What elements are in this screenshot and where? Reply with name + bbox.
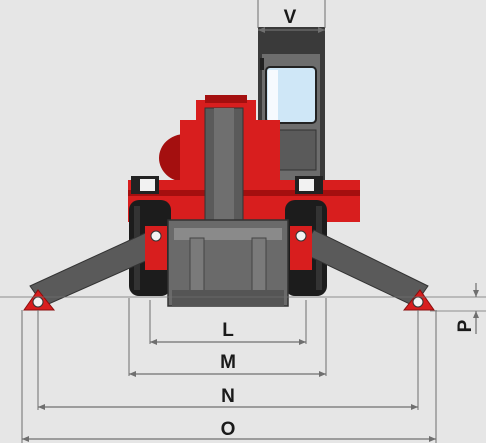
dim-p-arrow-top (473, 290, 479, 297)
dim-m-label: M (220, 352, 236, 373)
left-light (140, 179, 155, 191)
cab-mirror (260, 58, 264, 70)
dim-v-arrow-right (318, 27, 325, 33)
dim-p-arrow-bottom (473, 311, 479, 318)
dim-o-arrow-left (22, 436, 29, 442)
boom-column-highlight (214, 108, 234, 220)
carriage-bottom-bar (172, 290, 284, 306)
dim-l-label: L (222, 320, 234, 341)
dim-l-arrow-left (150, 339, 157, 345)
dim-m-arrow-right (319, 371, 326, 377)
dim-v-label: V (284, 7, 297, 28)
dim-l-arrow-right (299, 339, 306, 345)
dim-n-label: N (221, 386, 235, 407)
dim-o-label: O (221, 419, 236, 440)
left-stabilizer-mount (145, 226, 167, 270)
cab-window-glare (268, 70, 278, 120)
dimension-p: P (0, 283, 486, 334)
dimension-l: L (149, 300, 307, 345)
dimension-v: V (257, 0, 326, 33)
left-stabilizer-pin (150, 230, 162, 242)
dim-p-label: P (455, 319, 476, 332)
right-stabilizer-mount (290, 226, 312, 270)
carriage-top-bar (174, 228, 282, 240)
fork-carriage (167, 219, 289, 307)
dimension-o: O (21, 310, 437, 443)
right-light (299, 179, 314, 191)
dim-n-arrow-right (411, 404, 418, 410)
chassis-stripe (128, 190, 360, 196)
dimension-m: M (128, 298, 327, 377)
right-pad-pin (412, 296, 424, 308)
dim-o-arrow-right (429, 436, 436, 442)
dim-n-arrow-left (38, 404, 45, 410)
cab-window (265, 66, 317, 124)
headlights (131, 176, 323, 194)
dim-v-arrow-left (258, 27, 265, 33)
body-top-rim (205, 95, 247, 103)
stabilizers (23, 226, 435, 311)
right-stabilizer-pin (295, 230, 307, 242)
dimension-n: N (37, 310, 419, 410)
left-pad-pin (32, 296, 44, 308)
dim-m-arrow-left (129, 371, 136, 377)
